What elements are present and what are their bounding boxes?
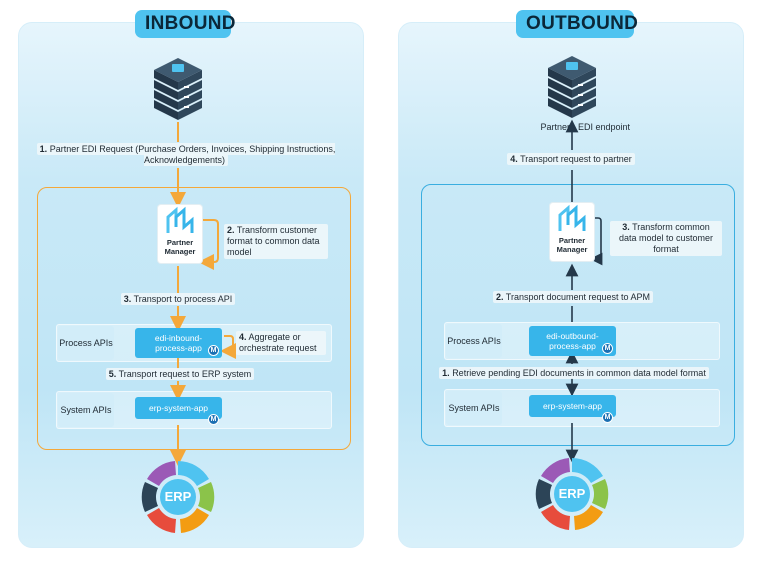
inbound-integration-box xyxy=(37,187,351,450)
mulesoft-icon: M xyxy=(602,343,613,354)
inbound-system-app[interactable]: erp-system-app xyxy=(135,397,222,419)
outbound-integration-box xyxy=(421,184,735,446)
outbound-step-3: 3. Transform common data model to custom… xyxy=(610,221,722,256)
inbound-step-3: 3. Transport to process API xyxy=(108,293,248,305)
inbound-step-4: 4. Aggregate or orchestrate request xyxy=(236,331,326,355)
inbound-process-apis-tag: Process APIs xyxy=(58,326,114,360)
mulesoft-icon: M xyxy=(602,412,613,423)
outbound-system-app[interactable]: erp-system-app xyxy=(529,395,616,417)
server-stack-icon xyxy=(548,56,596,118)
outbound-title: OUTBOUND xyxy=(516,10,638,38)
inbound-step-5: 5. Transport request to ERP system xyxy=(92,368,268,380)
inbound-process-app[interactable]: edi-inbound-process-app xyxy=(135,328,222,358)
outbound-process-apis-tag: Process APIs xyxy=(446,324,502,358)
outbound-process-app[interactable]: edi-outbound-process-app xyxy=(529,326,616,356)
outbound-edi-endpoint-label: EDI endpoint xyxy=(578,122,631,132)
inbound-system-apis-tag: System APIs xyxy=(58,393,114,427)
erp-wheel-icon xyxy=(535,458,609,530)
partner-manager-logo-icon xyxy=(166,206,194,233)
outbound-step-2: 2. Transport document request to APM xyxy=(476,291,670,303)
erp-label: ERP xyxy=(558,486,586,501)
mulesoft-icon: M xyxy=(208,345,219,356)
erp-label: ERP xyxy=(164,489,192,504)
outbound-step-4: 4. Transport request to partner xyxy=(496,153,646,165)
outbound-system-apis-tag: System APIs xyxy=(446,391,502,425)
outbound-step-1: 1. Retrieve pending EDI documents in com… xyxy=(424,367,724,379)
inbound-step-2: 2. Transform customer format to common d… xyxy=(224,224,328,259)
server-stack-icon xyxy=(154,58,202,120)
partner-manager-logo-icon xyxy=(558,204,586,231)
outbound-partner-label: Partner xyxy=(540,122,570,132)
erp-wheel-icon xyxy=(141,461,215,533)
mulesoft-icon: M xyxy=(208,414,219,425)
inbound-step-1: 1. Partner EDI Request (Purchase Orders,… xyxy=(26,143,346,166)
inbound-title: INBOUND xyxy=(135,10,235,38)
